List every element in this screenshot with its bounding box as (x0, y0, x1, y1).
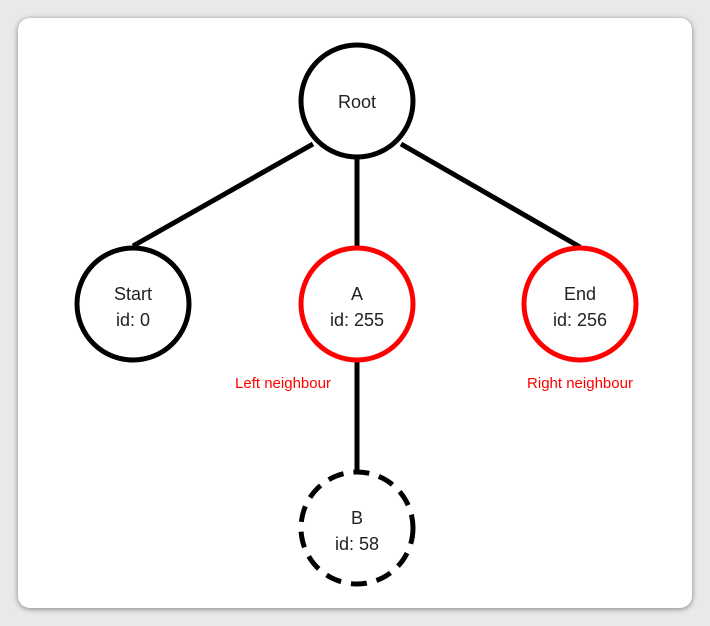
node-start-name: Start (114, 284, 152, 304)
node-root: Root (298, 42, 416, 160)
node-b: B id: 58 (298, 469, 416, 587)
node-a: A id: 255 (298, 245, 416, 363)
node-start-circle (74, 245, 192, 363)
node-b-circle (298, 469, 416, 587)
node-end-name: End (564, 284, 596, 304)
node-end: End id: 256 (521, 245, 639, 363)
node-root-label: Root (338, 92, 376, 112)
edge-root-end (399, 141, 582, 250)
edge-root-start (131, 141, 315, 249)
node-end-id: id: 256 (553, 310, 607, 330)
node-a-id: id: 255 (330, 310, 384, 330)
node-b-id: id: 58 (335, 534, 379, 554)
node-end-circle (521, 245, 639, 363)
right-neighbour-annotation: Right neighbour (527, 375, 633, 392)
node-start: Start id: 0 (74, 245, 192, 363)
node-root-circle (298, 42, 416, 160)
node-a-name: A (351, 284, 363, 304)
node-b-name: B (351, 508, 363, 528)
node-a-circle (298, 245, 416, 363)
node-start-id: id: 0 (116, 310, 150, 330)
left-neighbour-annotation: Left neighbour (235, 375, 331, 392)
